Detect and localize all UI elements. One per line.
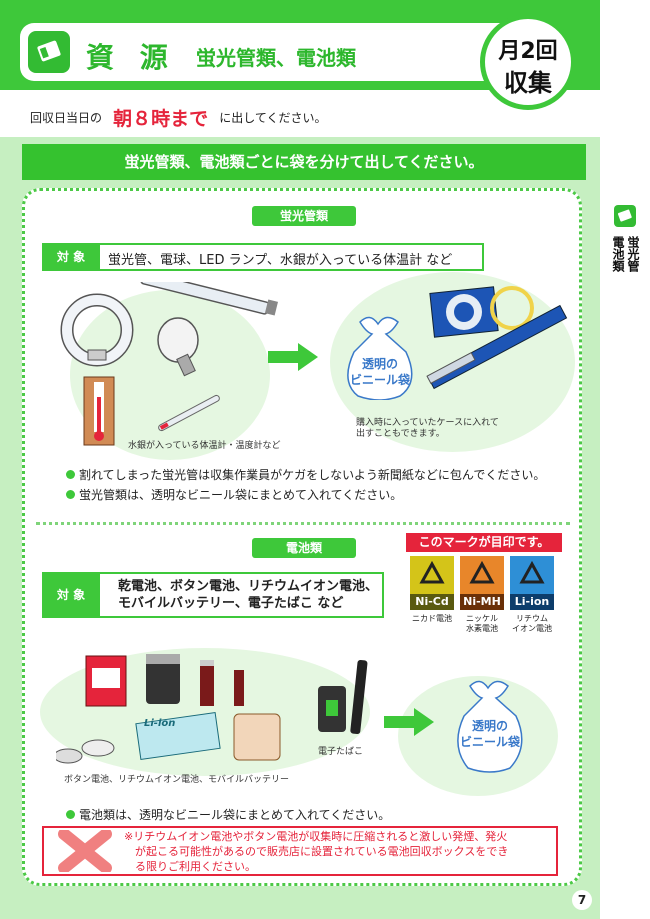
bag-label-line1: 透明の (361, 357, 398, 371)
page-number: 7 (572, 890, 592, 910)
marks-title: このマークが目印です。 (406, 533, 562, 552)
arrow-right-icon (384, 708, 434, 736)
section-divider (36, 522, 570, 525)
li-ion-label: Li-ion (144, 718, 176, 729)
header-title-box (20, 23, 562, 81)
category-title: 資 源 (86, 41, 176, 74)
light-bulb-icon (157, 317, 199, 377)
bullet-icon (66, 470, 75, 479)
lamp-case-icon (429, 286, 499, 338)
prohibited-x-icon (58, 830, 112, 872)
ring-lamp-icon (60, 293, 134, 367)
bag-label: 透明の ビニール袋 (342, 356, 418, 388)
e-cigarette-illustration (318, 659, 368, 735)
ecig-caption: 電子たばこ (318, 747, 364, 757)
case-caption: 購入時に入っていたケースに入れて 出すこともできます。 (356, 418, 499, 439)
battery-note: 電池類は、透明なビニール袋にまとめて入れてください。 (79, 808, 391, 822)
mark-code: Ni-Cd (410, 594, 454, 610)
frequency-line2: 収集 (504, 69, 552, 97)
plastic-bag-icon (457, 680, 523, 773)
arrow-right-icon (268, 343, 318, 371)
fluorescent-target-box (42, 243, 484, 271)
bullet-icon (66, 810, 75, 819)
list-item: 蛍光管類は、透明なビニール袋にまとめて入れてください。 (66, 486, 402, 503)
e-cigarette-icon (318, 659, 368, 735)
side-tab-label-1: 蛍光管 (626, 236, 640, 272)
lamp-cases-illustration (426, 286, 568, 390)
fluorescent-note-1: 割れてしまった蛍光管は収集作業員がケガをしないよう新聞紙などに包んでください。 (79, 468, 546, 482)
warning-text: ※リチウムイオン電池やボタン電池が収集時に圧縮されると激しい発煙、発火 が起こる… (124, 830, 509, 873)
mark-caption: ニッケル 水素電池 (466, 614, 498, 633)
bag-label-line2: ビニール袋 (459, 735, 520, 749)
d-cell-battery-icon (146, 654, 180, 704)
recycle-category-icon (614, 205, 636, 227)
fluorescent-items-illustration (60, 282, 279, 446)
mark-caption: ニカド電池 (412, 614, 452, 623)
recycle-category-icon (28, 31, 70, 73)
bag-label-line1: 透明の (471, 719, 508, 733)
collection-suffix: に出してください。 (219, 111, 327, 125)
side-tab-label-2: 電池類 (611, 236, 625, 272)
recycle-mark-nimh: Ni-MH (460, 556, 504, 610)
battery-caption: ボタン電池、リチウムイオン電池、モバイルバッテリー (64, 775, 290, 785)
frequency-badge: 月2回 収集 (480, 14, 576, 110)
recycle-icon (419, 560, 445, 584)
bag-label-line2: ビニール袋 (349, 373, 410, 387)
category-subtitle: 蛍光管類、電池類 (196, 46, 356, 70)
fluorescent-target-text: 蛍光管、電球、LED ランプ、水銀が入っている体温計 など (108, 253, 453, 268)
tube-lamp-icon (132, 282, 279, 316)
warning-box (42, 826, 558, 876)
recycle-mark-liion: Li-ion (510, 556, 554, 610)
list-item: 割れてしまった蛍光管は収集作業員がケガをしないよう新聞紙などに包んでください。 (66, 466, 545, 483)
collection-time-line: 回収日当日の 朝８時まで に出してください。 (30, 104, 590, 134)
fluorescent-note-2: 蛍光管類は、透明なビニール袋にまとめて入れてください。 (79, 488, 403, 502)
battery-target-text: 乾電池、ボタン電池、リチウムイオン電池、 モバイルバッテリー、電子たばこ など (118, 579, 379, 611)
lithium-battery-icon (135, 712, 221, 760)
mobile-battery-icon (233, 713, 281, 761)
frequency-line1: 月2回 (498, 39, 558, 64)
thermometer-icon (83, 376, 115, 446)
bullet-icon (66, 490, 75, 499)
recycle-icon (469, 560, 495, 584)
aaa-battery-icon (234, 670, 244, 706)
thermometer-caption: 水銀が入っている体温計・温度計など (128, 441, 281, 451)
fluorescent-target-label: 対 象 (42, 243, 100, 271)
fluorescent-section-label: 蛍光管類 (252, 206, 356, 226)
clinical-thermometer-icon (158, 394, 220, 432)
collection-deadline: 朝８時まで (113, 108, 209, 130)
collection-prefix: 回収日当日の (30, 111, 103, 125)
instruction-banner: 蛍光管類、電池類ごとに袋を分けて出してください。 (22, 144, 586, 180)
mark-code: Ni-MH (460, 594, 504, 610)
bag-label: 透明の ビニール袋 (452, 718, 528, 750)
battery-items-illustration (56, 654, 281, 764)
button-battery-icon (56, 739, 115, 764)
recycle-icon (519, 560, 545, 584)
tube-case-icon (426, 304, 568, 390)
plastic-bag-icon (347, 316, 413, 400)
battery-section-label: 電池類 (252, 538, 356, 558)
aa-battery-icon (200, 660, 214, 706)
ring-lamp-icon (490, 286, 534, 330)
mark-caption: リチウム イオン電池 (512, 614, 552, 633)
battery-target-label: 対 象 (42, 572, 100, 618)
battery-box-icon (85, 655, 127, 707)
mark-code: Li-ion (510, 594, 554, 610)
recycle-mark-nicd: Ni-Cd (410, 556, 454, 610)
list-item: 電池類は、透明なビニール袋にまとめて入れてください。 (66, 806, 390, 823)
